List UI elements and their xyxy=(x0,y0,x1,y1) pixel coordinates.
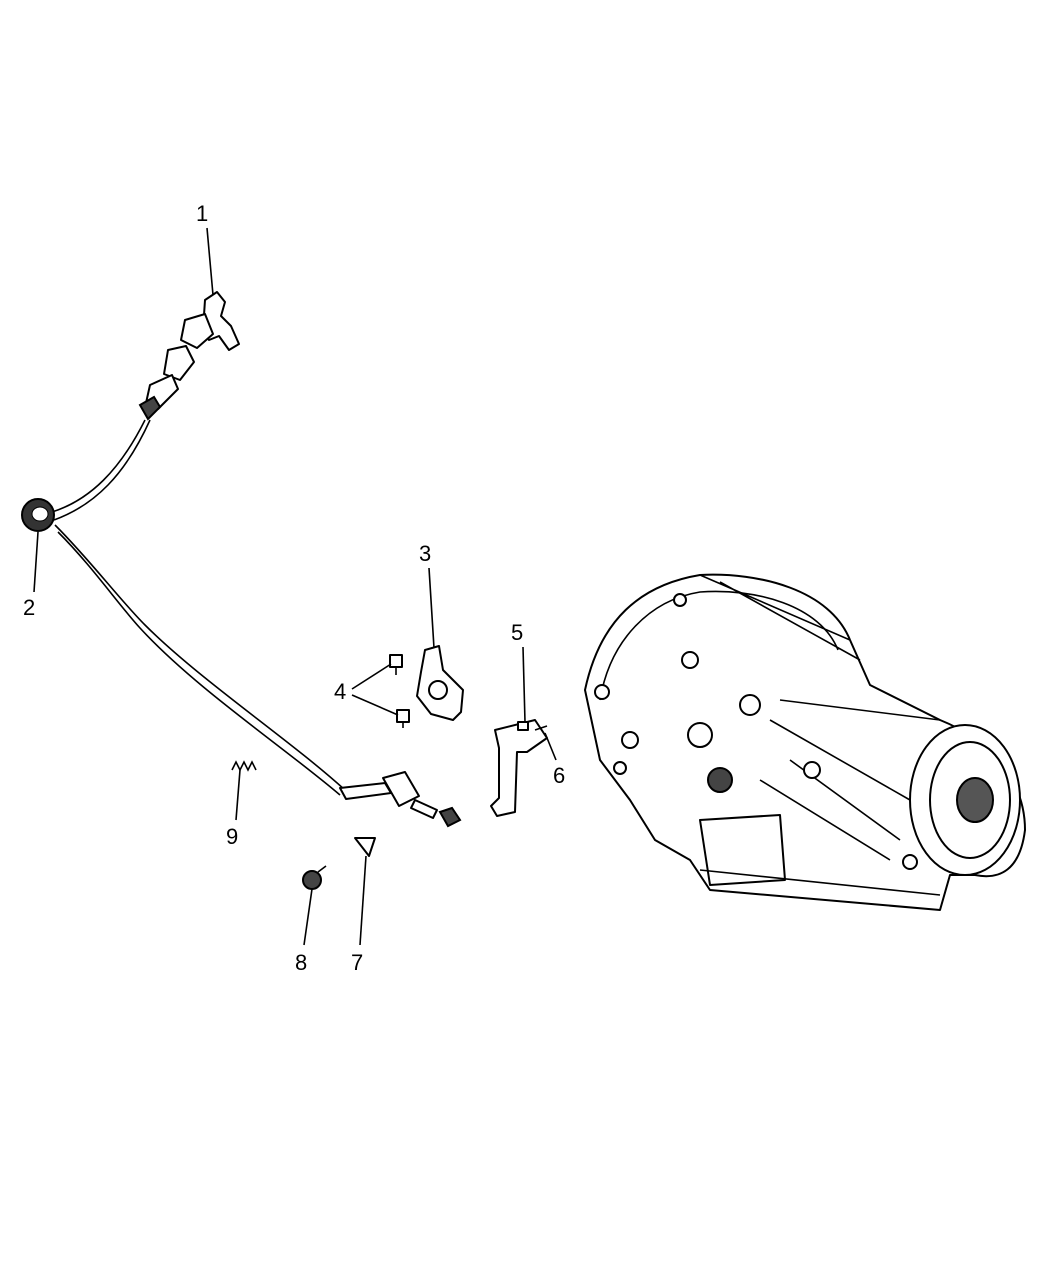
clip-9 xyxy=(231,760,257,772)
callout-7: 7 xyxy=(351,950,364,975)
callout-2: 2 xyxy=(23,595,36,620)
clip-7 xyxy=(354,837,376,857)
callout-3: 3 xyxy=(419,541,432,566)
shifter-cable-end xyxy=(51,291,240,521)
bracket-5 xyxy=(490,719,548,817)
grommet xyxy=(21,498,55,532)
shift-cable xyxy=(54,524,462,828)
callout-8: 8 xyxy=(295,950,308,975)
bracket-3 xyxy=(416,645,464,721)
transmission xyxy=(584,573,1026,911)
callout-1: 1 xyxy=(196,201,209,226)
callout-6: 6 xyxy=(553,763,566,788)
callout-9: 9 xyxy=(226,824,239,849)
leader-lines xyxy=(33,227,557,946)
nut-8 xyxy=(302,865,327,890)
callout-5: 5 xyxy=(511,620,524,645)
callout-4: 4 xyxy=(334,679,347,704)
bolts-4 xyxy=(389,654,410,728)
